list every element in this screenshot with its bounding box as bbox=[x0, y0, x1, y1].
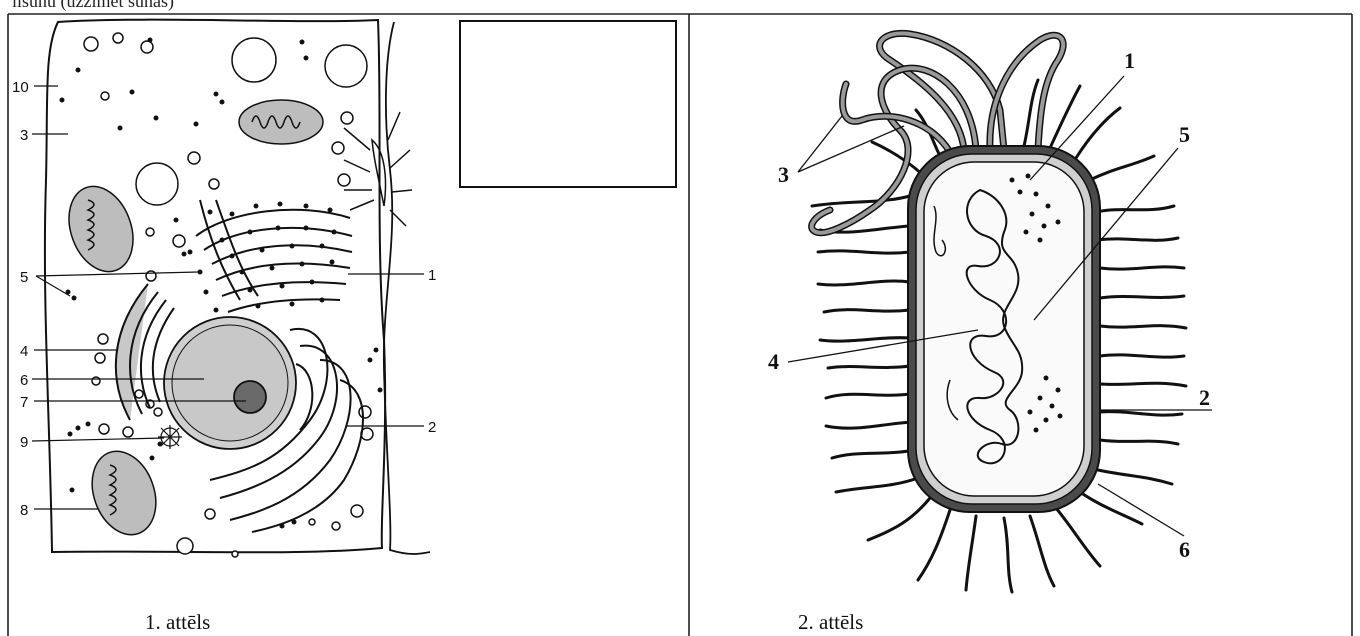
answer-box bbox=[460, 21, 676, 187]
figure2-bacterium-diagram: 1 5 3 4 2 6 2. attēls bbox=[768, 33, 1212, 634]
nucleolus bbox=[234, 381, 266, 413]
fig1-label-8: 8 bbox=[20, 502, 28, 519]
fig1-label-9: 9 bbox=[20, 434, 28, 451]
fig1-label-7: 7 bbox=[20, 394, 28, 411]
nucleus bbox=[164, 317, 296, 449]
fig2-label-3: 3 bbox=[778, 162, 789, 187]
fig1-label-4: 4 bbox=[20, 343, 28, 360]
fig1-label-5: 5 bbox=[20, 269, 28, 286]
neighbour-cell-edge bbox=[384, 22, 430, 554]
figure1-caption: 1. attēls bbox=[145, 610, 210, 634]
fig1-label-3: 3 bbox=[20, 127, 28, 144]
fig2-label-2: 2 bbox=[1199, 385, 1210, 410]
fig1-label-2: 2 bbox=[428, 419, 436, 436]
figure1-cell-diagram: 10 3 5 4 6 7 9 8 1 2 1. attēls bbox=[12, 20, 676, 634]
fig2-label-6: 6 bbox=[1179, 537, 1190, 562]
centrosome bbox=[158, 425, 182, 449]
fig2-label-1: 1 bbox=[1124, 48, 1135, 73]
fig2-label-4: 4 bbox=[768, 349, 779, 374]
fig1-label-10: 10 bbox=[12, 79, 29, 96]
fig1-label-1: 1 bbox=[428, 267, 436, 284]
fig1-label-6: 6 bbox=[20, 372, 28, 389]
figure2-caption: 2. attēls bbox=[798, 610, 863, 634]
fig2-label-5: 5 bbox=[1179, 122, 1190, 147]
